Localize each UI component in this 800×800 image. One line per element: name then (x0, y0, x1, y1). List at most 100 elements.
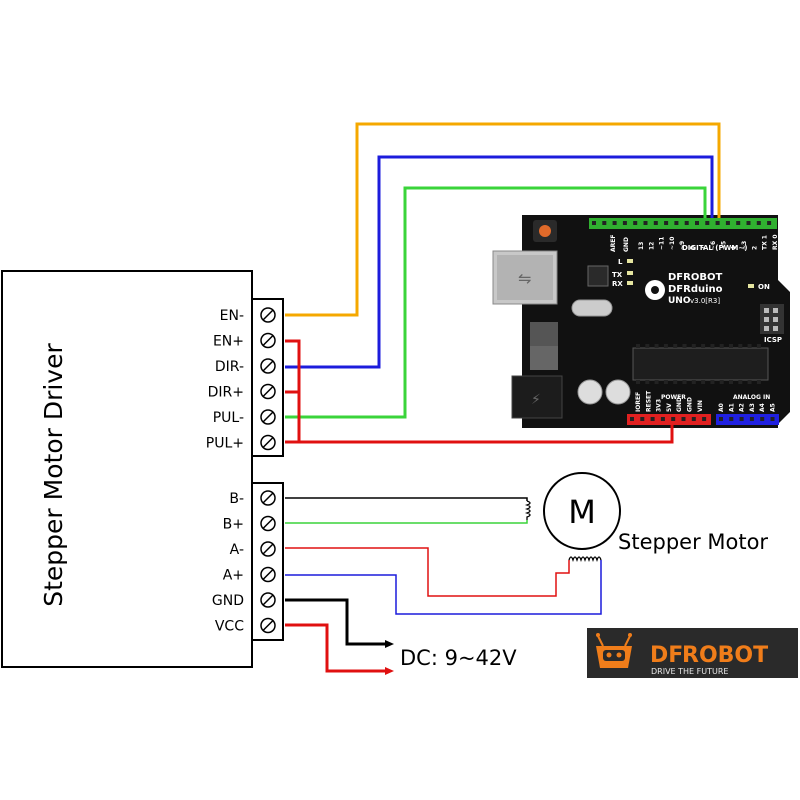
power-pin-label: GND (687, 397, 694, 412)
on-label: ON (758, 283, 770, 291)
motor-terminal-screw-icon (260, 490, 276, 506)
mcu-chip (632, 347, 769, 381)
wires (285, 122, 721, 673)
mcu-pin (691, 380, 696, 384)
digital-header-pin (592, 221, 596, 225)
board-version-main: UNO (668, 296, 691, 306)
motor-terminal-pin-label: A- (230, 542, 244, 558)
digital-header-pin (643, 221, 648, 225)
power-header-pin (702, 417, 707, 421)
motor-circle (543, 472, 621, 550)
motor-terminal-screw-icon (260, 566, 276, 583)
analog-header-pin (770, 417, 775, 421)
analog-header-pin (739, 417, 744, 421)
analog-pin-label: A3 (749, 403, 756, 412)
mcu-pin (663, 344, 668, 348)
mcu-pin (682, 380, 687, 384)
digital-pin-label: 7 (700, 246, 707, 250)
mcu-pin (645, 380, 650, 384)
digital-header-pin (725, 221, 730, 225)
signal-terminal-pin-label: PUL+ (206, 436, 244, 452)
mcu-pin (738, 344, 743, 348)
analog-header-pin (719, 417, 723, 421)
power-header (627, 414, 711, 425)
regulator-2 (530, 346, 558, 370)
digital-header-pin (602, 221, 607, 225)
logo-brand-right: ROBOT (682, 643, 768, 668)
mcu-pin (673, 380, 678, 384)
signal-terminal-pin-label: DIR+ (208, 385, 244, 401)
wire-a-plus (285, 560, 602, 615)
power-header-pin (630, 417, 634, 421)
digital-pin-label: ~6 (710, 241, 717, 250)
l-label: L (618, 258, 623, 266)
motor-terminal-screw-icon (260, 617, 276, 634)
mcu-pin (673, 344, 678, 348)
digital-pin-label: ~10 (669, 237, 676, 250)
icsp-label: ICSP (764, 336, 782, 344)
wire-en-minus (285, 122, 721, 317)
power-supply-label: DC: 9~42V (400, 646, 517, 670)
motor-coil-a (568, 556, 602, 563)
stepper-driver: Stepper Motor Driver EN-EN+DIR-DIR+PUL-P… (1, 270, 284, 668)
wire-dir-minus (285, 155, 714, 369)
tx-led (627, 271, 633, 275)
signal-terminal-pin-label: EN- (220, 308, 244, 324)
icsp-pin (764, 317, 769, 322)
wire-en-plus (285, 339, 301, 442)
board-brand: DFROBOT (668, 272, 722, 283)
analog-header-pin (749, 417, 754, 421)
board-model: DFRduino (668, 284, 723, 295)
gnd-arrow (385, 640, 394, 648)
signal-terminal-screw-icon (260, 409, 276, 425)
digital-pin-label: ~5 (720, 241, 727, 250)
motor-terminal-block (251, 482, 284, 641)
power-header-pin (660, 417, 665, 421)
board-version-sub: v3.0[R3] (690, 297, 720, 305)
analog-pin-label: A1 (728, 403, 735, 412)
power-pin-label: RESET (645, 390, 652, 412)
mcu-pin (691, 344, 696, 348)
mcu-pin (682, 344, 687, 348)
motor-terminal-screw-icon (260, 515, 276, 532)
capacitor-2 (605, 379, 631, 405)
mcu-pin (645, 344, 650, 348)
driver-body (1, 270, 253, 668)
digital-header-pin (653, 221, 658, 225)
power-label: POWER (661, 394, 686, 401)
dc-jack (511, 375, 563, 419)
motor-terminal-screw-icon (260, 592, 276, 608)
reset-button-cap (539, 225, 551, 237)
board-gear-icon (645, 280, 665, 300)
digital-pin-label: ~3 (741, 241, 748, 250)
mcu-pin (710, 380, 715, 384)
wire-pul-minus (285, 186, 707, 419)
rx-led (627, 281, 633, 285)
analog-label: ANALOG IN (733, 394, 770, 401)
signal-terminal-pin-label: PUL- (213, 410, 244, 426)
mcu-pin (756, 344, 761, 348)
icsp-pin (773, 308, 778, 313)
power-pin-label: IOREF (635, 392, 642, 412)
analog-header (716, 414, 779, 425)
digital-gnd-label: GND (623, 237, 630, 252)
analog-header-pin (729, 417, 734, 421)
on-led (748, 284, 754, 288)
tx-label: TX (612, 271, 623, 279)
icsp-pin (764, 308, 769, 313)
power-pin-label: 5V (666, 403, 673, 412)
usb-icon: ⇋ (518, 269, 531, 288)
digital-header (589, 218, 777, 229)
mcu-pin (710, 344, 715, 348)
digital-header-pin (746, 221, 751, 225)
digital-header-pin (695, 221, 699, 225)
dfrobot-logo: DF ROBOT DRIVE THE FUTURE (587, 628, 798, 678)
digital-header-pin (684, 221, 689, 225)
digital-pin-label: 4 (731, 246, 738, 250)
l-led (627, 259, 633, 263)
wire-vcc (285, 623, 390, 673)
signal-terminal-block (251, 298, 284, 457)
digital-header-pin (622, 221, 627, 225)
digital-header-pin (715, 221, 720, 225)
